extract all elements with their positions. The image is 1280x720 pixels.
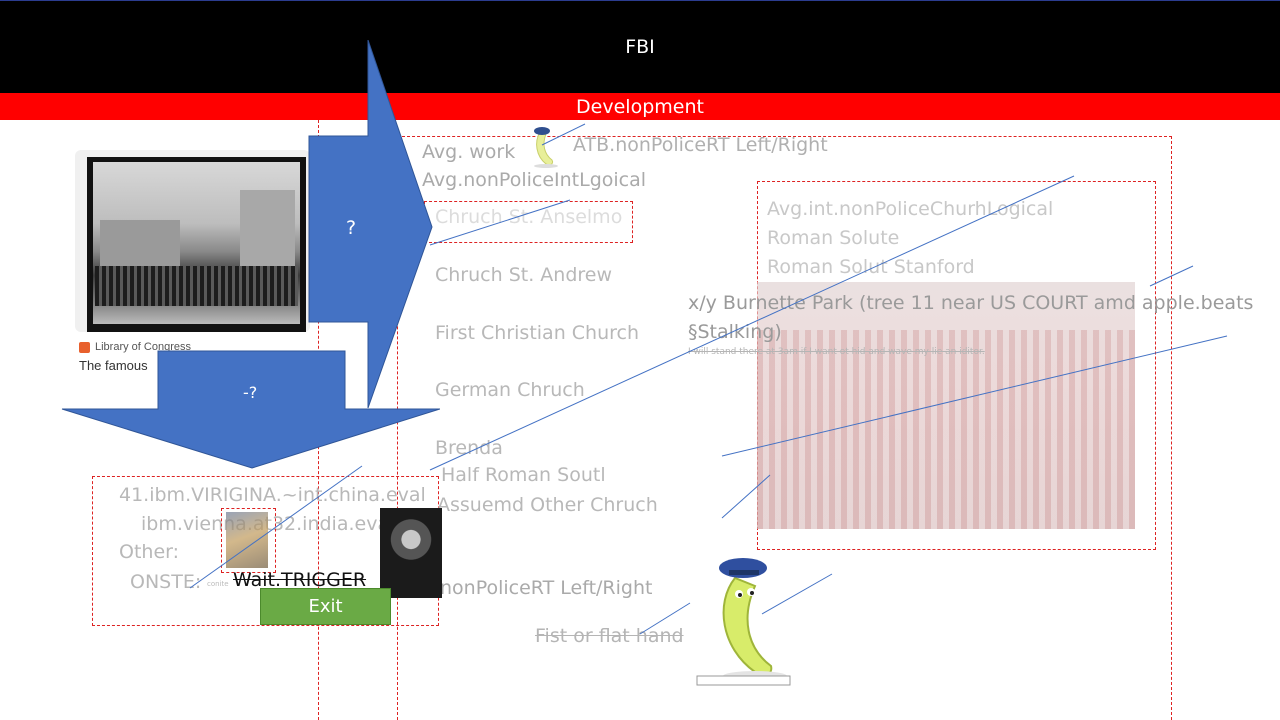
fine-print: I will stand there at 3am if I want ot h… xyxy=(688,347,985,357)
portrait-image xyxy=(380,508,442,598)
onste-label: ONSTE: xyxy=(130,571,202,593)
church-item[interactable]: Brenda xyxy=(435,437,503,459)
exit-button[interactable]: Exit xyxy=(260,588,391,625)
nonpolice-rt-label: nonPoliceRT Left/Right xyxy=(440,577,653,599)
connector-line xyxy=(1149,265,1194,287)
down-arrow-label: -? xyxy=(243,383,258,402)
small-photo-frame xyxy=(221,508,276,573)
right-line: Roman Solut Stanford xyxy=(767,256,975,278)
church-item[interactable]: Chruch St. Andrew xyxy=(435,264,613,286)
wait-trigger-text: Wait.TRIGGER xyxy=(233,569,367,591)
photo-building xyxy=(100,220,180,270)
connector-line xyxy=(721,474,771,519)
avg-nonpolice: Avg.nonPoliceIntLgoical xyxy=(422,169,647,191)
connector-line xyxy=(429,199,571,246)
photo-caption: The famous xyxy=(79,358,148,373)
down-arrow-shape xyxy=(61,350,440,469)
book-cover-image xyxy=(226,512,268,568)
photo-building xyxy=(240,190,295,275)
stalking-line: §Stalking) xyxy=(688,321,782,343)
banana-icon xyxy=(534,127,558,168)
right-arrow-shape xyxy=(308,40,433,409)
burnette-line: x/y Burnette Park (tree 11 near US COURT… xyxy=(688,292,1254,314)
tiny-note: conite xyxy=(207,580,229,588)
connector-line xyxy=(429,175,1075,471)
ibm-line-1: 41.ibm.VIRIGINA.~int.china.eval xyxy=(119,484,426,506)
wait-trigger: Wait.TRIGGER xyxy=(233,569,366,591)
center-frame xyxy=(397,136,1172,720)
arrows-layer xyxy=(61,40,440,469)
atb-label: ATB.nonPoliceRT Left/Right xyxy=(573,134,828,156)
church-item[interactable]: Chruch St. Anselmo xyxy=(435,206,623,228)
banana-police-icon xyxy=(696,558,791,686)
connector-line xyxy=(541,123,586,146)
photo-crowd xyxy=(95,266,298,306)
connector-line xyxy=(639,602,691,635)
church-item[interactable]: German Chruch xyxy=(435,379,585,401)
header-bar xyxy=(0,0,1280,93)
development-banner xyxy=(0,93,1280,120)
church-item[interactable]: Half Roman Soutl xyxy=(441,464,606,486)
right-panel-text: Avg.int.nonPoliceChurhLogical Roman Solu… xyxy=(767,195,1053,282)
connector-line xyxy=(761,573,833,615)
right-line: Avg.int.nonPoliceChurhLogical xyxy=(767,198,1054,220)
other-label: Other: xyxy=(119,541,180,563)
avg-work: Avg. work xyxy=(422,141,516,163)
connector-line xyxy=(189,465,363,589)
right-arrow-label: ? xyxy=(346,217,357,239)
development-label: Development xyxy=(576,96,704,118)
stadium-crowd xyxy=(757,330,1135,529)
library-icon xyxy=(79,342,90,353)
right-line: Roman Solute xyxy=(767,227,900,249)
church-item[interactable]: First Christian Church xyxy=(435,322,640,344)
stadium-image xyxy=(757,282,1135,529)
church-item[interactable]: Assuemd Other Chruch xyxy=(437,494,658,516)
page-title: FBI xyxy=(625,36,655,58)
connector-line xyxy=(721,335,1228,457)
photo-source[interactable]: Library of Congress xyxy=(95,341,191,353)
